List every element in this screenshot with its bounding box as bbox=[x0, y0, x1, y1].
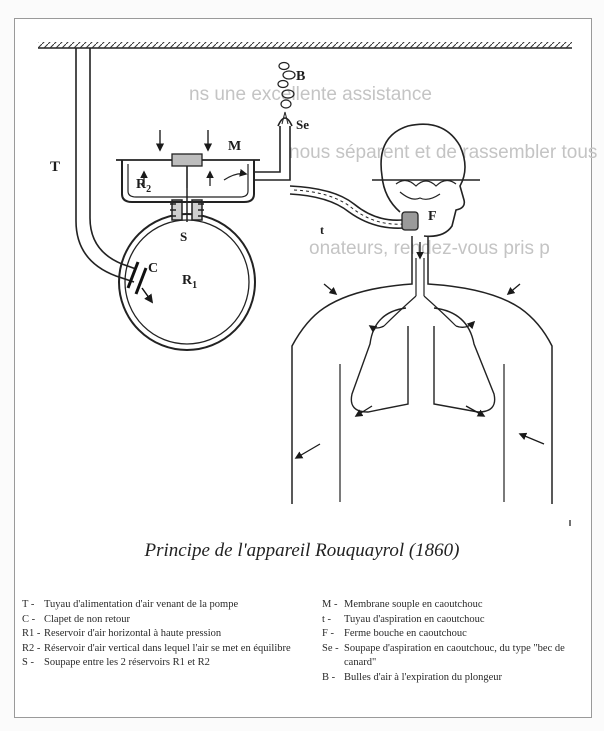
label-t: T bbox=[50, 160, 60, 175]
legend-key: t - bbox=[322, 613, 344, 628]
label-t-small: t bbox=[320, 224, 324, 236]
legend-text: Clapet de non retour bbox=[44, 613, 130, 628]
legend-key: Se - bbox=[322, 642, 344, 671]
legend-row: S -Soupape entre les 2 réservoirs R1 et … bbox=[22, 656, 312, 671]
label-m: M bbox=[228, 140, 241, 154]
legend-text: Ferme bouche en caoutchouc bbox=[344, 627, 467, 642]
figure-caption: Principe de l'appareil Rouquayrol (1860) bbox=[0, 540, 604, 562]
legend-key: F - bbox=[322, 627, 344, 642]
label-c: C bbox=[148, 262, 158, 276]
legend-text: Tuyau d'alimentation d'air venant de la … bbox=[44, 598, 238, 613]
label-b: B bbox=[296, 70, 305, 84]
air-supply-hose bbox=[76, 48, 136, 282]
mouthpiece-f bbox=[402, 212, 418, 230]
legend-key: M - bbox=[322, 598, 344, 613]
legend-row: C -Clapet de non retour bbox=[22, 613, 312, 628]
label-r2-letter: R bbox=[136, 177, 146, 192]
label-se: Se bbox=[296, 118, 309, 131]
label-r1-letter: R bbox=[182, 273, 192, 288]
legend-text: Réservoir d'air vertical dans lequel l'a… bbox=[44, 642, 291, 657]
legend-key: R2 - bbox=[22, 642, 44, 657]
legend-row: R1 -Reservoir d'air horizontal à haute p… bbox=[22, 627, 312, 642]
diagram-drawing bbox=[24, 26, 580, 526]
legend-text: Soupape d'aspiration en caoutchouc, du t… bbox=[344, 642, 584, 671]
legend-key: C - bbox=[22, 613, 44, 628]
legend-key: R1 - bbox=[22, 627, 44, 642]
label-s: S bbox=[180, 230, 187, 243]
legend-row: T -Tuyau d'alimentation d'air venant de … bbox=[22, 598, 312, 613]
membrane-m bbox=[160, 130, 208, 188]
legend-row: Se -Soupape d'aspiration en caoutchouc, … bbox=[322, 642, 584, 671]
legend-row: M -Membrane souple en caoutchouc bbox=[322, 598, 584, 613]
legend-row: F -Ferme bouche en caoutchouc bbox=[322, 627, 584, 642]
lung-right bbox=[434, 308, 495, 412]
rouquayrol-diagram: ns une excellente assistance nous sépare… bbox=[24, 26, 580, 526]
legend-key: B - bbox=[322, 671, 344, 686]
air-bubbles bbox=[278, 63, 295, 109]
legend-text: Tuyau d'aspiration en caoutchouc bbox=[344, 613, 485, 628]
legend-key: S - bbox=[22, 656, 44, 671]
lung-left bbox=[351, 308, 408, 412]
valve-s bbox=[170, 188, 204, 222]
label-f: F bbox=[428, 210, 437, 224]
label-r1: R1 bbox=[182, 274, 197, 291]
legend-key: T - bbox=[22, 598, 44, 613]
water-surface bbox=[38, 42, 572, 48]
breathing-tube bbox=[290, 186, 404, 228]
flow-arrows bbox=[296, 242, 544, 458]
exhaust-valve bbox=[254, 112, 292, 180]
legend-row: t -Tuyau d'aspiration en caoutchouc bbox=[322, 613, 584, 628]
legend-row: B -Bulles d'air à l'expiration du plonge… bbox=[322, 671, 584, 686]
label-r2-sub: 2 bbox=[146, 184, 151, 195]
legend-left: T -Tuyau d'alimentation d'air venant de … bbox=[22, 598, 312, 671]
legend-text: Membrane souple en caoutchouc bbox=[344, 598, 483, 613]
diver-torso bbox=[292, 236, 552, 504]
label-r2: R2 bbox=[136, 178, 151, 195]
legend-text: Bulles d'air à l'expiration du plongeur bbox=[344, 671, 502, 686]
legend-text: Reservoir d'air horizontal à haute press… bbox=[44, 627, 221, 642]
label-r1-sub: 1 bbox=[192, 280, 197, 291]
legend-row: R2 -Réservoir d'air vertical dans lequel… bbox=[22, 642, 312, 657]
legend-text: Soupape entre les 2 réservoirs R1 et R2 bbox=[44, 656, 210, 671]
